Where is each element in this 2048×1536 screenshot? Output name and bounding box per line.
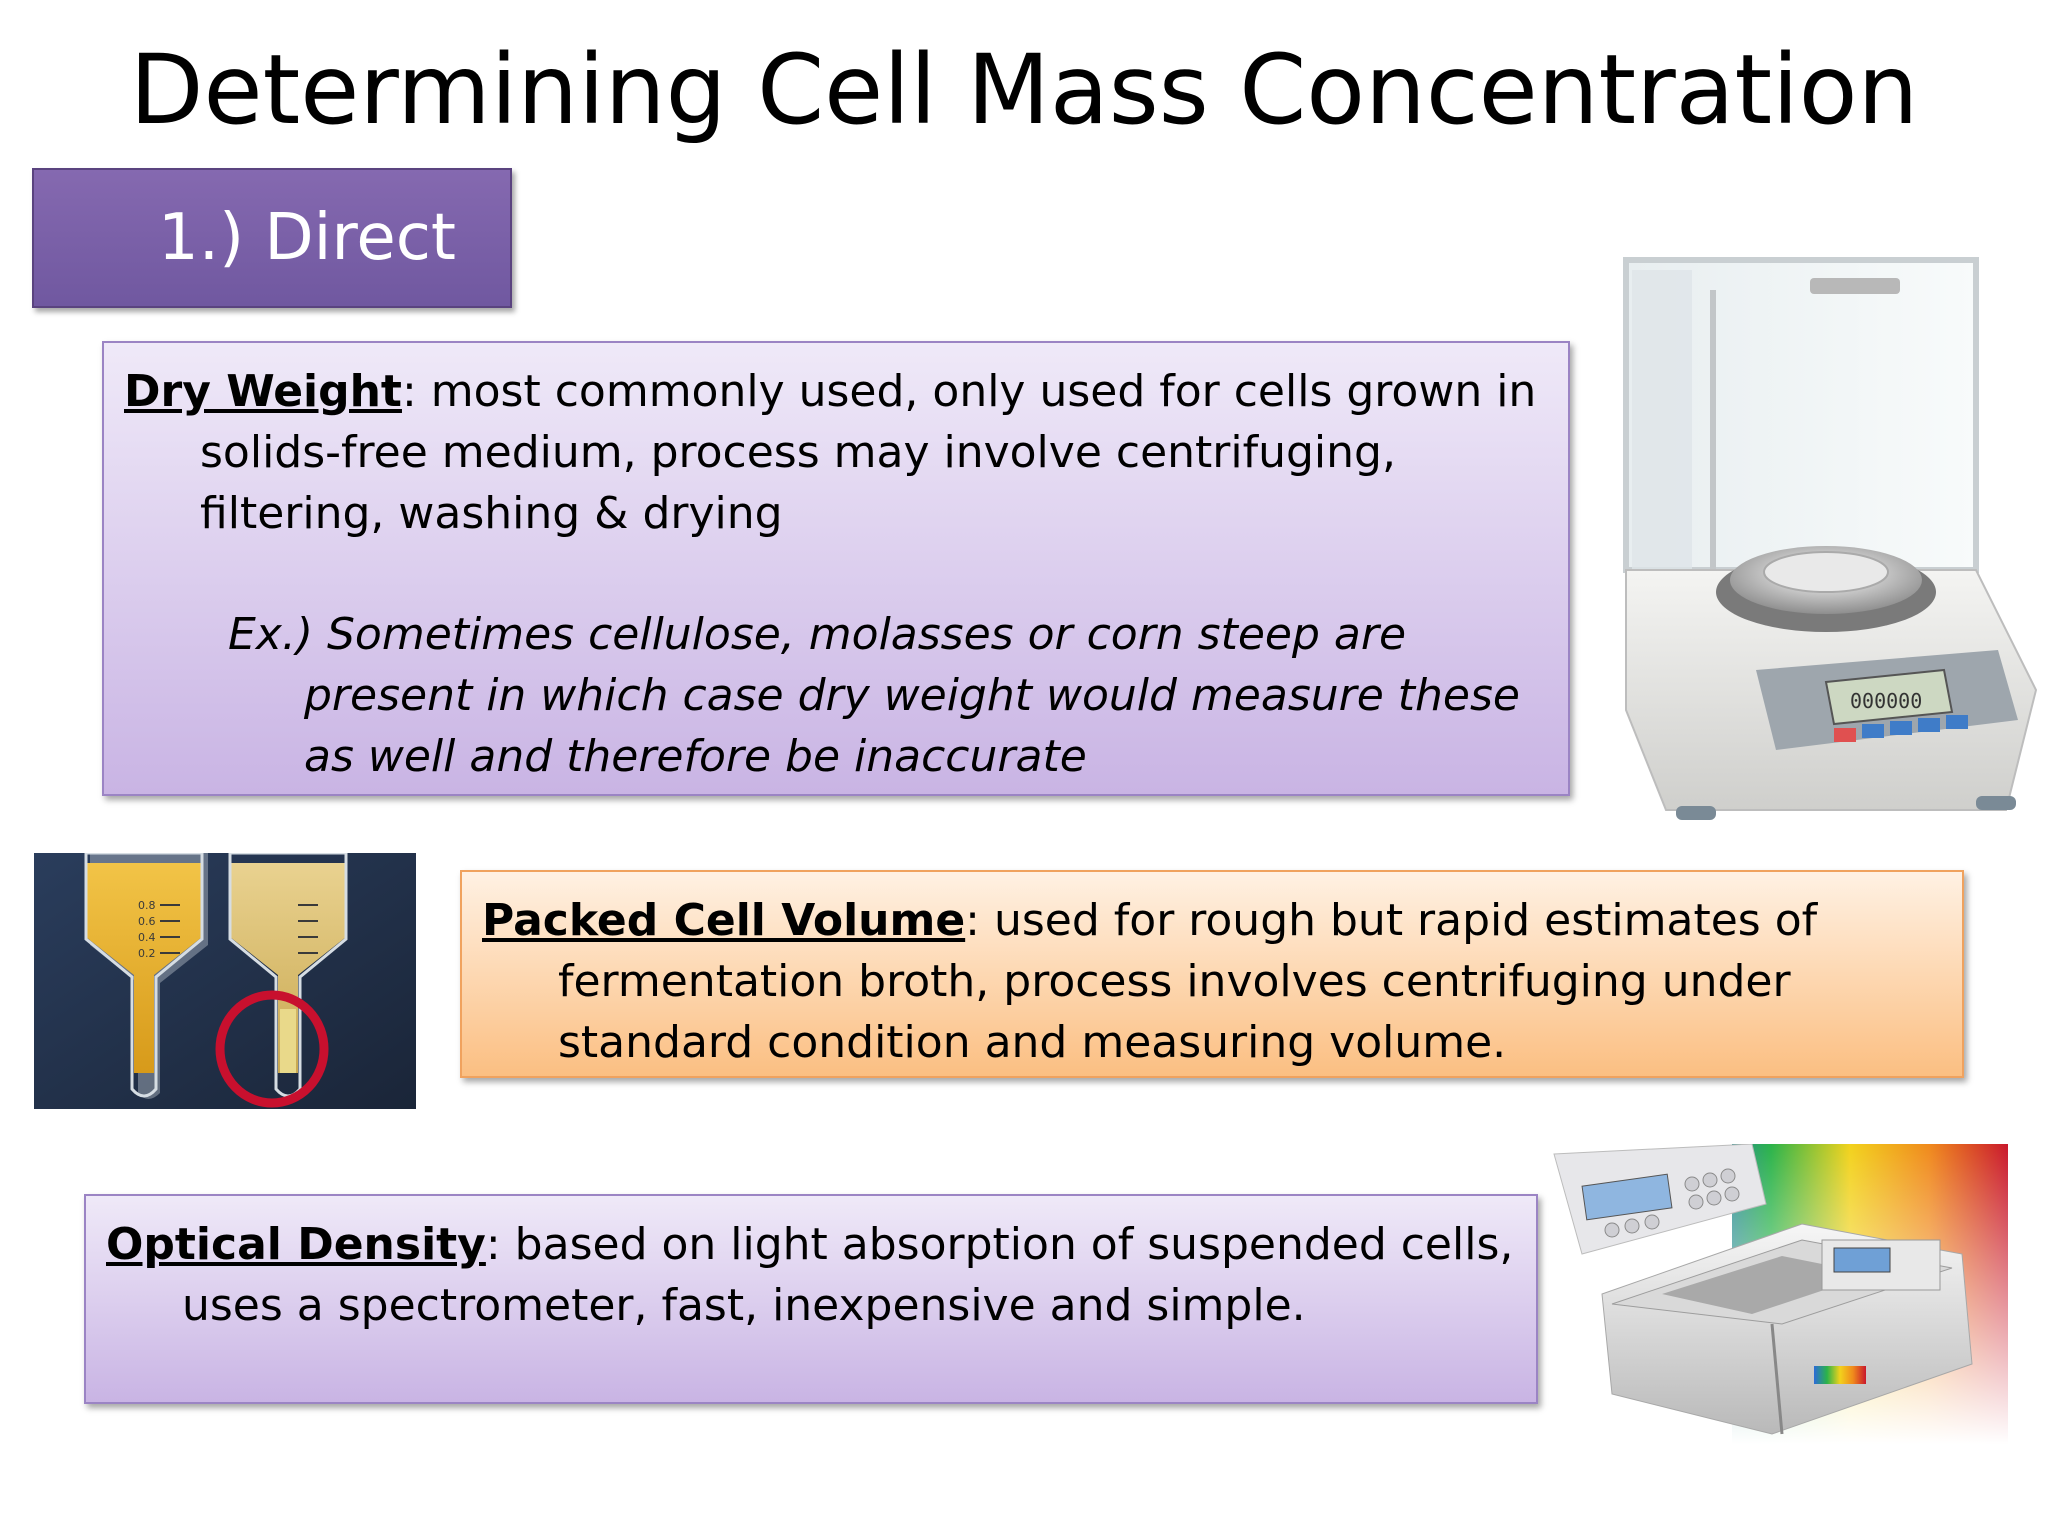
- optical-density-description: : based on light absorption of suspended…: [182, 1219, 1514, 1331]
- spectrophotometer-image: [1552, 1144, 2008, 1444]
- dry-weight-text: Dry Weight: most commonly used, only use…: [124, 361, 1548, 544]
- analytical-balance-image: 000000: [1606, 250, 2046, 830]
- slide-title: Determining Cell Mass Concentration: [129, 34, 1919, 146]
- optical-density-term: Optical Density: [106, 1219, 486, 1270]
- dry-weight-description: : most commonly used, only used for cell…: [200, 366, 1537, 539]
- optical-density-card: Optical Density: based on light absorpti…: [84, 1194, 1538, 1404]
- tube-scale-label-4: 0.2: [138, 947, 156, 960]
- optical-density-text: Optical Density: based on light absorpti…: [106, 1214, 1516, 1336]
- tube-scale-label-1: 0.8: [138, 899, 156, 912]
- dry-weight-card: Dry Weight: most commonly used, only use…: [102, 341, 1570, 796]
- section-badge-direct: 1.) Direct: [32, 168, 512, 308]
- tube-scale-label-2: 0.6: [138, 915, 156, 928]
- dry-weight-term: Dry Weight: [124, 366, 402, 417]
- packed-cell-volume-card: Packed Cell Volume: used for rough but r…: [460, 870, 1964, 1078]
- centrifuge-tubes-image: 0.8 0.6 0.4 0.2: [34, 853, 416, 1109]
- tube-scale-label-3: 0.4: [138, 931, 156, 944]
- packed-cell-volume-description: : used for rough but rapid estimates of …: [558, 895, 1818, 1068]
- balance-display-readout: 000000: [1850, 689, 1922, 713]
- packed-cell-volume-text: Packed Cell Volume: used for rough but r…: [482, 890, 1942, 1073]
- packed-cell-volume-term: Packed Cell Volume: [482, 895, 966, 946]
- dry-weight-example: Ex.) Sometimes cellulose, molasses or co…: [228, 609, 1520, 782]
